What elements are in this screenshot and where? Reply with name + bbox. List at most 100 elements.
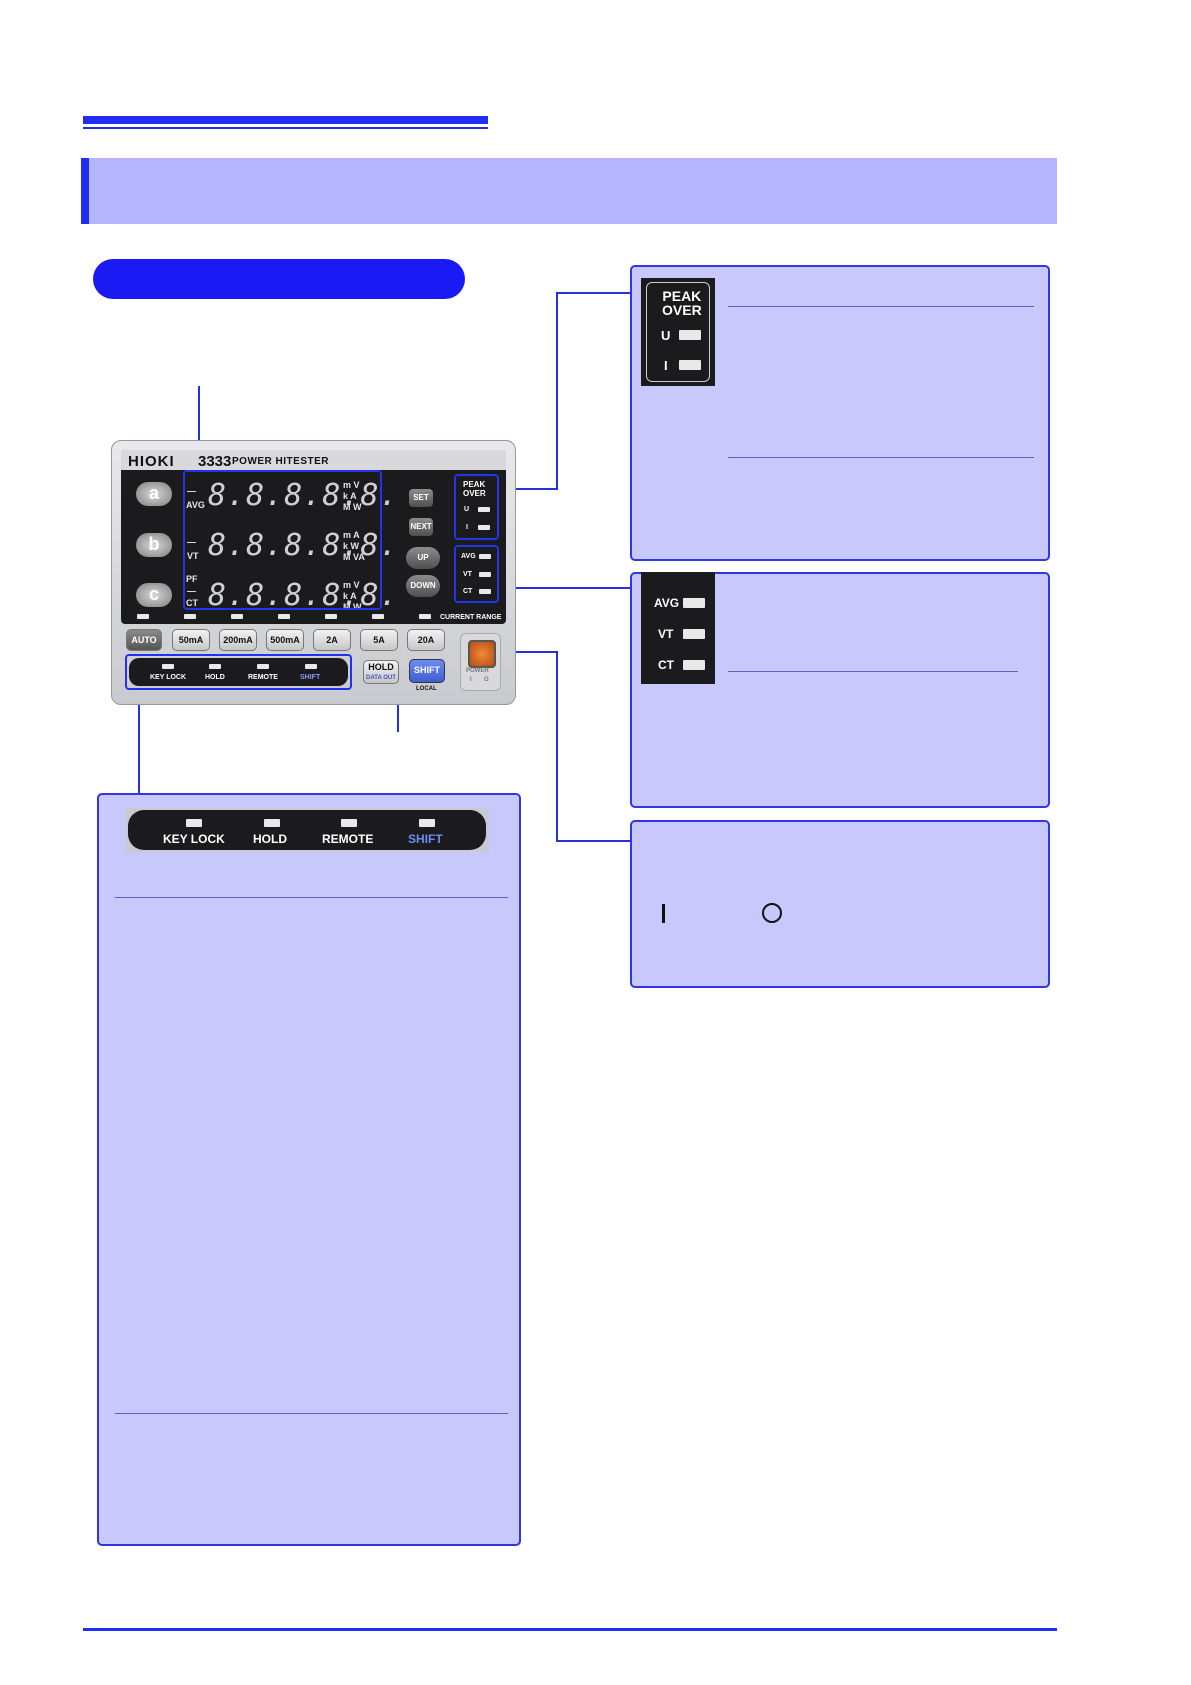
modes-tile-ct-label: CT bbox=[658, 658, 674, 672]
next-button[interactable]: NEXT bbox=[409, 518, 433, 536]
status-tile-hold-led bbox=[264, 819, 280, 827]
status-tile-remote-label: REMOTE bbox=[322, 832, 374, 846]
row-a-display: 8.8.8.8.8. bbox=[208, 478, 399, 513]
range-led-1 bbox=[137, 614, 149, 619]
row-b-dash: — bbox=[187, 537, 196, 547]
panel-ct-label: CT bbox=[463, 588, 473, 595]
status-rule-2 bbox=[115, 1413, 508, 1414]
row-b-display: 8.8.8.8.8. bbox=[208, 528, 399, 563]
status-tile-keylock-label: KEY LOCK bbox=[163, 832, 225, 846]
callout-status bbox=[97, 793, 521, 1546]
row-b-label: VT bbox=[187, 551, 199, 561]
row-c-label: CT bbox=[186, 598, 198, 608]
hold-button-label: HOLD bbox=[368, 662, 394, 672]
panel-remote-label: REMOTE bbox=[248, 674, 278, 681]
up-button[interactable]: UP bbox=[406, 547, 440, 569]
panel-peakover-u-label: U bbox=[464, 506, 470, 513]
header-rule-thin bbox=[83, 127, 488, 129]
current-range-label: CURRENT RANGE bbox=[440, 614, 502, 621]
peakover-tile-u-label: U bbox=[661, 328, 671, 343]
panel-vt-led bbox=[479, 572, 491, 577]
panel-status-strip bbox=[129, 658, 348, 686]
range-auto-button[interactable]: AUTO bbox=[126, 629, 162, 651]
modes-rule bbox=[728, 671, 1018, 672]
leader-status bbox=[138, 697, 140, 795]
display-highlight-frame bbox=[183, 470, 382, 610]
panel-peakover-u-led bbox=[478, 507, 490, 512]
panel-hold-label: HOLD bbox=[205, 674, 225, 681]
range-500ma-button[interactable]: 500mA bbox=[266, 629, 304, 651]
hold-button[interactable]: HOLD DATA OUT bbox=[363, 660, 399, 684]
product-name: POWER HITESTER bbox=[232, 456, 330, 467]
peakover-rule-2 bbox=[728, 457, 1034, 458]
row-c-button[interactable]: c bbox=[136, 583, 172, 607]
modes-tile-vt-led bbox=[683, 629, 705, 639]
leader-power-top bbox=[497, 651, 558, 653]
row-c-top-label: PF bbox=[186, 574, 198, 584]
row-a-button[interactable]: a bbox=[136, 482, 172, 506]
shift-button[interactable]: SHIFT bbox=[409, 659, 445, 683]
row-a-label: AVG bbox=[186, 500, 205, 510]
row-b-button[interactable]: b bbox=[136, 533, 172, 557]
range-200ma-button[interactable]: 200mA bbox=[219, 629, 257, 651]
leader-modes bbox=[497, 587, 632, 589]
range-50ma-button[interactable]: 50mA bbox=[172, 629, 210, 651]
status-tile-remote-led bbox=[341, 819, 357, 827]
leader-power-vertical bbox=[556, 651, 558, 842]
leader-display bbox=[198, 386, 200, 472]
status-highlight-frame bbox=[125, 654, 352, 690]
leader-power-bottom bbox=[556, 840, 632, 842]
power-label: POWER bbox=[466, 668, 489, 674]
peakover-rule-1 bbox=[728, 306, 1034, 307]
row-a-dash: — bbox=[187, 486, 196, 496]
range-led-2 bbox=[184, 614, 196, 619]
range-2a-button[interactable]: 2A bbox=[313, 629, 351, 651]
panel-keylock-label: KEY LOCK bbox=[150, 674, 187, 681]
power-off-mark: O bbox=[484, 677, 489, 683]
section-title-band bbox=[81, 158, 1057, 224]
panel-keylock-led bbox=[162, 664, 174, 669]
power-switch[interactable] bbox=[468, 640, 496, 668]
row-c-display: 8.8.8.8.8. bbox=[208, 578, 399, 613]
down-button[interactable]: DOWN bbox=[406, 575, 440, 597]
power-off-symbol bbox=[762, 903, 782, 923]
leader-peakover-top bbox=[556, 292, 632, 294]
range-20a-button[interactable]: 20A bbox=[407, 629, 445, 651]
panel-shift-label: SHIFT bbox=[300, 674, 321, 681]
panel-avg-label: AVG bbox=[461, 553, 476, 560]
modes-tile-ct-led bbox=[683, 660, 705, 670]
brand-logo: HIOKI bbox=[128, 453, 175, 470]
range-5a-button[interactable]: 5A bbox=[360, 629, 398, 651]
panel-avg-led bbox=[479, 554, 491, 559]
range-led-3 bbox=[231, 614, 243, 619]
leader-peakover-vertical bbox=[556, 292, 558, 489]
panel-shift-led bbox=[305, 664, 317, 669]
peakover-tile bbox=[641, 278, 715, 386]
range-led-4 bbox=[278, 614, 290, 619]
panel-title-strip bbox=[121, 450, 506, 470]
device-display-area bbox=[121, 456, 506, 624]
modes-tile-avg-led bbox=[683, 598, 705, 608]
leader-shift bbox=[397, 696, 399, 732]
footer-rule bbox=[83, 1628, 1057, 1631]
row-c-dash: — bbox=[187, 586, 196, 596]
status-tile-shift-led bbox=[419, 819, 435, 827]
power-on-symbol bbox=[662, 904, 665, 923]
leader-peakover-bottom bbox=[497, 488, 558, 490]
peakover-tile-i-led bbox=[679, 360, 701, 370]
peakover-tile-u-led bbox=[679, 330, 701, 340]
modes-tile-vt-label: VT bbox=[658, 627, 674, 641]
peakover-tile-frame bbox=[646, 282, 710, 382]
status-tile-keylock-led bbox=[186, 819, 202, 827]
peakover-highlight-frame bbox=[454, 474, 499, 540]
panel-ct-led bbox=[479, 589, 491, 594]
range-led-6 bbox=[372, 614, 384, 619]
panel-hold-led bbox=[209, 664, 221, 669]
set-button[interactable]: SET bbox=[409, 489, 433, 507]
panel-vt-label: VT bbox=[463, 571, 472, 578]
power-on-mark: I bbox=[470, 677, 472, 683]
